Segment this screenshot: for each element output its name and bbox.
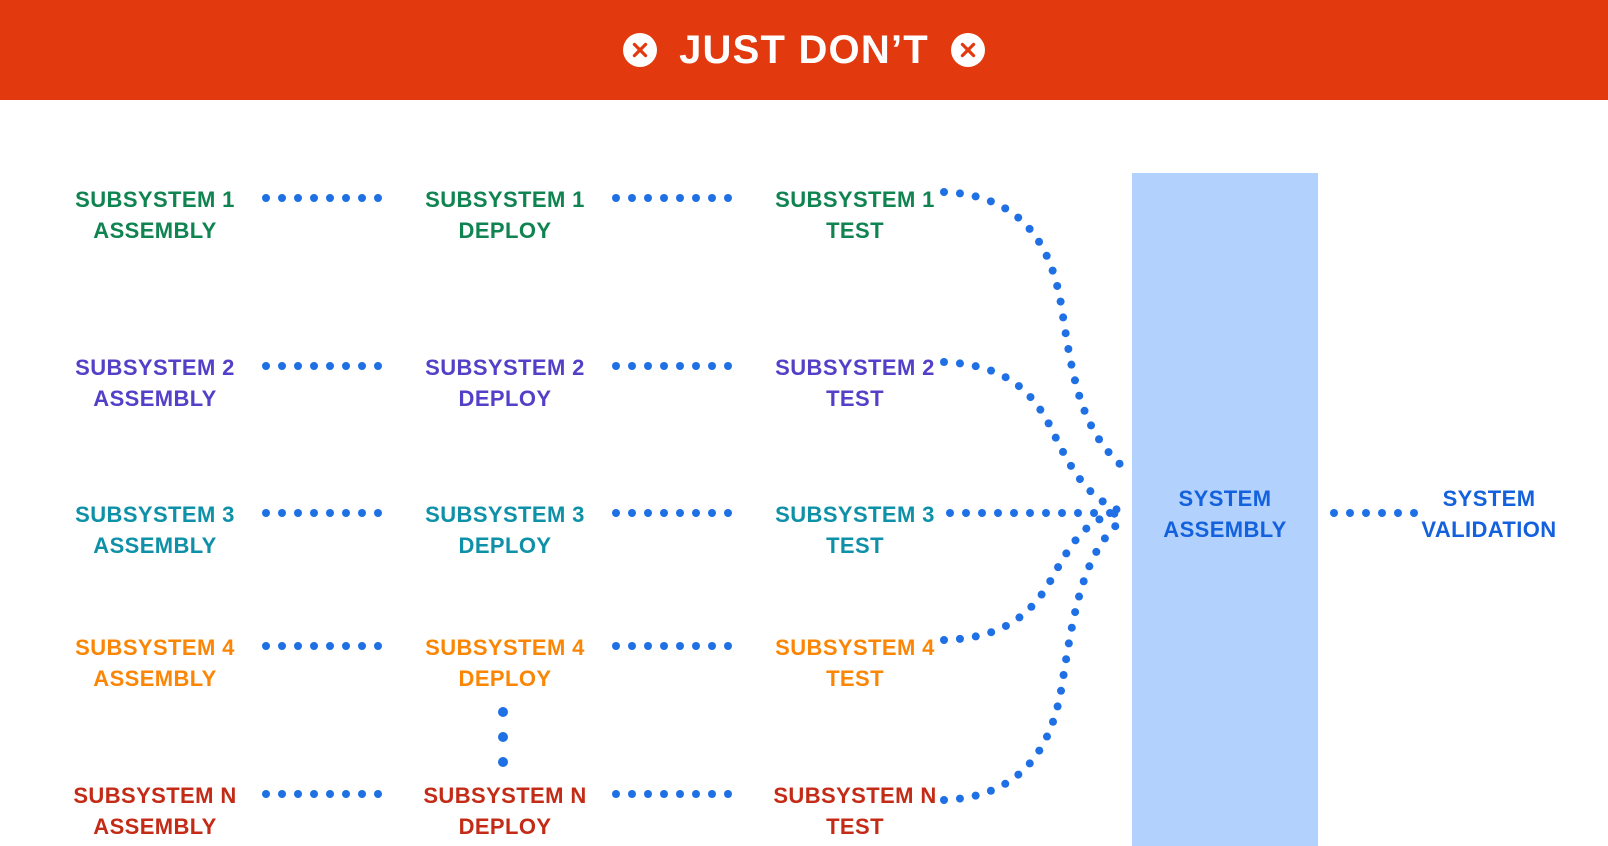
- connector-sn-deploy-test: [612, 790, 732, 798]
- node-subsystem-3-deploy: SUBSYSTEM 3 DEPLOY: [425, 501, 585, 558]
- vertical-ellipsis: [498, 707, 508, 767]
- connector-s4-test-to-assembly: [940, 509, 1119, 644]
- pipeline-diagram: SYSTEM ASSEMBLY SYSTEM VALIDATION SUBSYS…: [0, 100, 1608, 846]
- node-subsystem-3-test: SUBSYSTEM 3 TEST: [775, 501, 935, 558]
- connector-s1-deploy-test: [612, 194, 732, 202]
- connector-s4-assembly-deploy: [262, 642, 382, 650]
- banner: JUST DON’T: [0, 0, 1608, 100]
- connector-assembly-validation: [1330, 509, 1418, 517]
- circle-x-icon-left: [623, 33, 658, 67]
- node-subsystem-2-test: SUBSYSTEM 2 TEST: [775, 354, 935, 411]
- node-subsystem-4-assembly: SUBSYSTEM 4 ASSEMBLY: [75, 634, 235, 691]
- node-subsystem-1-test: SUBSYSTEM 1 TEST: [775, 186, 935, 243]
- connector-s4-deploy-test: [612, 642, 732, 650]
- node-subsystem-4-deploy: SUBSYSTEM 4 DEPLOY: [425, 634, 585, 691]
- connector-s2-deploy-test: [612, 362, 732, 370]
- node-subsystem-2-deploy: SUBSYSTEM 2 DEPLOY: [425, 354, 585, 411]
- node-subsystem-n-test: SUBSYSTEM N TEST: [773, 782, 937, 839]
- system-validation-label: SYSTEM VALIDATION: [1421, 485, 1557, 542]
- connector-s2-assembly-deploy: [262, 362, 382, 370]
- connector-s2-test-to-assembly: [940, 358, 1121, 514]
- node-subsystem-4-test: SUBSYSTEM 4 TEST: [775, 634, 935, 691]
- circle-x-icon-right: [950, 33, 985, 67]
- connector-sn-assembly-deploy: [262, 790, 382, 798]
- connector-s1-assembly-deploy: [262, 194, 382, 202]
- node-subsystem-n-deploy: SUBSYSTEM N DEPLOY: [423, 782, 587, 839]
- connector-s3-test-assembly: [946, 509, 1114, 517]
- system-assembly-label: SYSTEM ASSEMBLY: [1163, 485, 1287, 542]
- connector-s3-assembly-deploy: [262, 509, 382, 517]
- node-subsystem-3-assembly: SUBSYSTEM 3 ASSEMBLY: [75, 501, 235, 558]
- connector-s1-test-to-assembly: [940, 188, 1124, 468]
- node-subsystem-n-assembly: SUBSYSTEM N ASSEMBLY: [73, 782, 237, 839]
- system-assembly-box: [1132, 173, 1318, 846]
- banner-title: JUST DON’T: [679, 28, 929, 72]
- node-subsystem-1-assembly: SUBSYSTEM 1 ASSEMBLY: [75, 186, 235, 243]
- node-subsystem-2-assembly: SUBSYSTEM 2 ASSEMBLY: [75, 354, 235, 411]
- connector-sn-test-to-assembly: [940, 522, 1120, 804]
- connector-s3-deploy-test: [612, 509, 732, 517]
- node-subsystem-1-deploy: SUBSYSTEM 1 DEPLOY: [425, 186, 585, 243]
